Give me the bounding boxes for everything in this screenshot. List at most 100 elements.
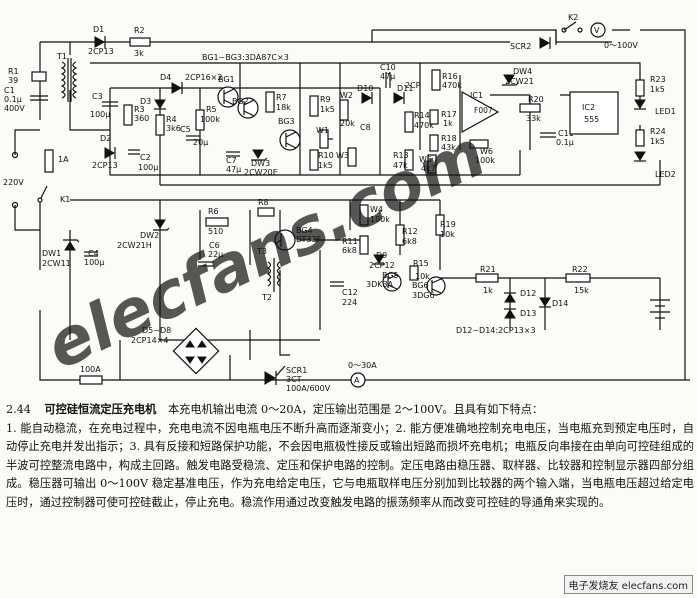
- label-ic2-type: 555: [584, 115, 599, 124]
- label-c6-val: 22μ: [208, 250, 223, 259]
- capacitor-c6: [198, 261, 214, 267]
- label-d11: D11: [397, 84, 413, 93]
- label-c10-val: 47μ: [380, 72, 395, 81]
- label-bg6: BG6: [412, 281, 429, 290]
- label-scr1-type: 3CT: [286, 375, 302, 384]
- label-c5-val: 20μ: [193, 138, 208, 147]
- potentiometer-w6: [469, 139, 489, 149]
- label-w4: W4: [370, 205, 383, 214]
- label-r3: R3: [134, 105, 145, 114]
- diode-d12: [504, 292, 516, 303]
- label-d12-group: D12~D14:2CP13×3: [456, 326, 536, 335]
- label-r6: R6: [208, 207, 219, 216]
- label-c3: C3: [92, 92, 103, 101]
- label-bg5: BG5: [382, 271, 399, 280]
- diode-d14: [539, 297, 551, 308]
- label-t2: T2: [261, 293, 272, 302]
- label-c11-val: 0.1μ: [556, 138, 574, 147]
- label-r4-val: 3k6: [166, 124, 181, 133]
- label-r15-val: 10k: [415, 272, 430, 281]
- label-w5-val: 4k7: [421, 164, 436, 173]
- figure-body: 1. 能自动稳流，在充电过程中，充电电流不因电瓶电压不断升高而逐渐变小；2. 能…: [6, 421, 694, 509]
- zener-dw1: [63, 239, 80, 251]
- label-ic1: IC1: [470, 91, 483, 100]
- label-c11: C11: [558, 129, 574, 138]
- scr-scr2: [539, 37, 551, 49]
- label-c12-val: 224: [342, 298, 357, 307]
- label-r23-val: 1k5: [650, 85, 665, 94]
- label-w3: W3: [336, 151, 349, 160]
- figure-summary: 本充电机输出电流 0～20A，定压输出范围是 2～100V。且具有如下特点：: [167, 403, 544, 416]
- label-led1: LED1: [655, 107, 676, 116]
- label-r18: R18: [441, 134, 457, 143]
- label-r20: R20: [528, 95, 544, 104]
- label-bg3: BG3: [278, 117, 295, 126]
- label-r16-val: 470k: [442, 81, 462, 90]
- label-r10: R10: [318, 151, 334, 160]
- label-r13: R13: [393, 151, 409, 160]
- resistor-r7: [265, 91, 275, 113]
- label-fuse: 1A: [58, 155, 69, 164]
- label-w2-val: 20k: [340, 119, 355, 128]
- caption-head: 2.44 可控硅恒流定压充电机 本充电机输出电流 0～20A，定压输出范围是 2…: [6, 400, 694, 420]
- label-c1-v: 400V: [4, 104, 25, 113]
- bridge-rectifier-d5-d8: [172, 327, 220, 375]
- transistor-bg3: [279, 129, 301, 151]
- resistor-r6: [205, 217, 229, 227]
- label-r2: R2: [134, 26, 145, 35]
- label-ic2: IC2: [582, 103, 595, 112]
- site-logo: 电子发烧友 elecfans.com: [563, 575, 693, 594]
- resistor-r23: [635, 79, 645, 97]
- label-c8: C8: [360, 123, 371, 132]
- label-r20-val: 33k: [526, 114, 541, 123]
- label-r17-val: 1k: [443, 119, 453, 128]
- label-d14: D14: [552, 299, 568, 308]
- label-r9-val: 1k5: [320, 105, 335, 114]
- label-r5: R5: [206, 105, 217, 114]
- battery: [650, 299, 670, 319]
- label-k2: K2: [568, 13, 578, 22]
- label-w5: W5: [419, 155, 432, 164]
- label-d4: D4: [160, 73, 171, 82]
- label-d2: D2: [100, 134, 111, 143]
- figure-title: 可控硅恒流定压充电机: [44, 402, 157, 416]
- label-bg6-type: 3DG6: [412, 291, 435, 300]
- label-meter-v-range: 0～100V: [604, 41, 638, 50]
- label-w2: W2: [340, 91, 353, 100]
- resistor-r19: [435, 214, 445, 236]
- label-r24: R24: [650, 127, 666, 136]
- label-dw1: DW1: [42, 249, 61, 258]
- label-r15: R15: [413, 259, 429, 268]
- label-bg4-type: BT33F: [296, 235, 322, 244]
- label-d12: D12: [520, 289, 536, 298]
- label-r11: R11: [342, 237, 358, 246]
- label-c3-val: 100μ: [90, 110, 110, 119]
- label-dw1-type: 2CW11: [42, 259, 71, 268]
- label-c10: C10: [380, 63, 396, 72]
- pulse-transformer-t3: [266, 258, 282, 292]
- label-bg5-type: 3DK3A: [366, 280, 394, 289]
- resistor-r21: [475, 273, 499, 283]
- capacitor-c12: [330, 281, 344, 287]
- label-r7-val: 18k: [276, 103, 291, 112]
- diode-d13: [504, 308, 516, 319]
- resistor-r14: [404, 111, 414, 133]
- capacitor-c5: [186, 135, 200, 141]
- label-r21: R21: [480, 265, 496, 274]
- voltmeter: [590, 22, 606, 38]
- label-d1-type: 2CP13: [88, 47, 114, 56]
- label-w6: W6: [480, 147, 493, 156]
- transistor-bg2: [237, 97, 259, 119]
- resistor-r16: [431, 69, 441, 91]
- potentiometer-w4: [359, 204, 369, 226]
- label-d10: D10: [357, 84, 373, 93]
- label-bg4: BG4: [296, 226, 313, 235]
- label-scr2: SCR2: [510, 42, 531, 51]
- label-scr1-rating: 100A/600V: [286, 384, 331, 393]
- transistor-bg5: [382, 272, 402, 292]
- diode-d10: [361, 92, 373, 104]
- label-c2: C2: [140, 153, 151, 162]
- resistor-r12: [395, 224, 405, 246]
- potentiometer-w3: [347, 147, 357, 167]
- label-c5: C5: [180, 125, 191, 134]
